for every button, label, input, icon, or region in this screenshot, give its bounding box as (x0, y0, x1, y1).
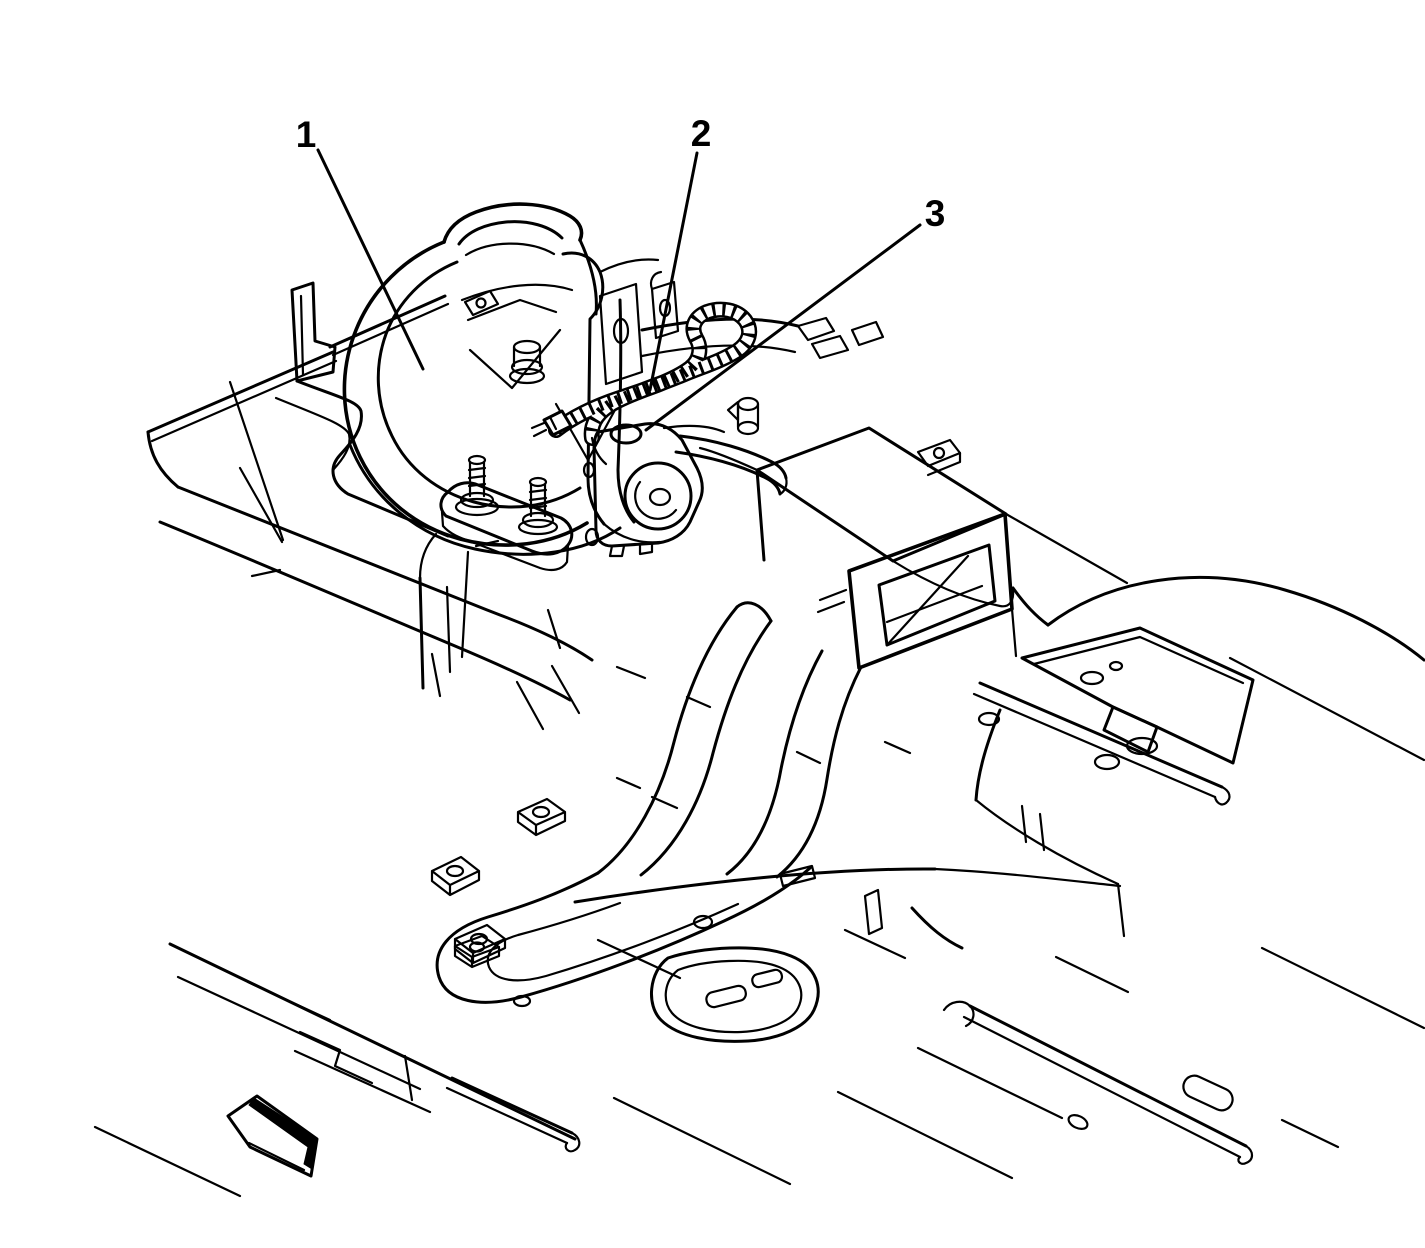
actuator-motor (592, 422, 788, 558)
blower-motor-housing (342, 240, 622, 556)
actuator-arm (662, 424, 788, 496)
callout-1-leader (316, 148, 425, 371)
console-duct (418, 532, 863, 1004)
air-duct-outlet (698, 426, 1129, 670)
arrow-shade (248, 1097, 318, 1170)
seat-platform (863, 576, 1425, 950)
front-of-vehicle-arrow (226, 1094, 319, 1178)
harness-connector (530, 409, 573, 438)
left-platform (146, 350, 594, 702)
stud-plate (439, 454, 574, 572)
blower-inlet-tube (442, 202, 598, 316)
floor-seam-lines (93, 539, 1425, 1198)
callout-3: 3 (644, 193, 946, 432)
footrest-pad (453, 934, 820, 1043)
callout-1-label: 1 (296, 114, 317, 155)
l-bracket (274, 281, 450, 538)
callout-1: 1 (296, 114, 425, 371)
mounting-stud (454, 454, 500, 517)
duct-mount-tab (916, 438, 962, 477)
blower-mount-bracket (561, 251, 885, 544)
callout-3-label: 3 (925, 193, 946, 234)
console-mount-tabs (430, 797, 567, 965)
console-left-wall (418, 532, 581, 731)
callout-2: 2 (648, 113, 712, 392)
callout-2-leader (648, 151, 699, 392)
mounting-stud (517, 476, 559, 536)
floor-pan (93, 281, 1425, 1198)
callout-2-label: 2 (691, 113, 712, 154)
callout-3-leader (644, 223, 922, 432)
blower-motor-assembly (342, 202, 885, 572)
